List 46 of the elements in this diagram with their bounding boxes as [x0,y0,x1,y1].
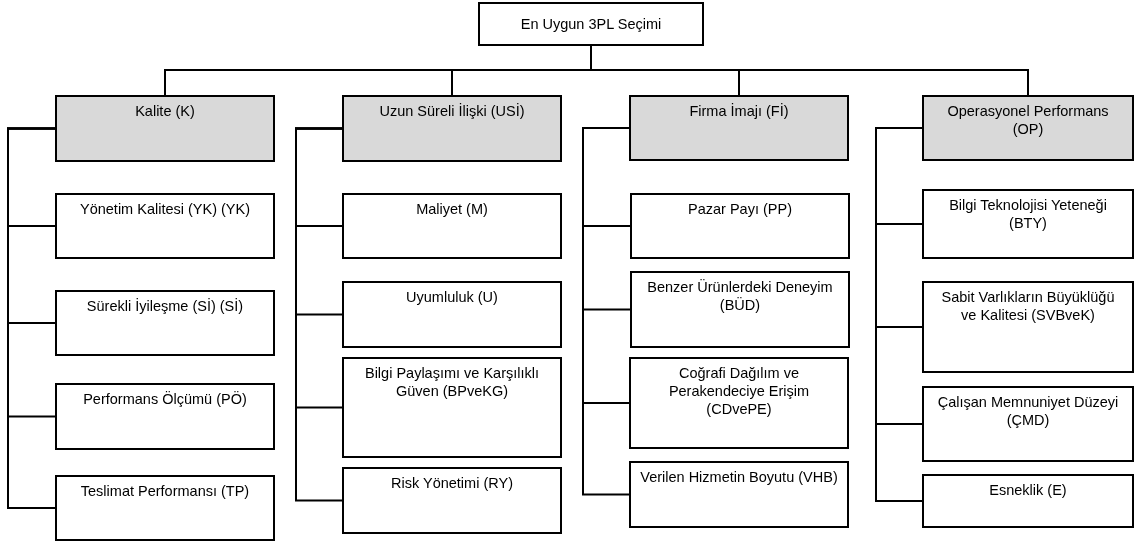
box-label: En Uygun 3PL Seçimi [520,14,662,34]
connector-line [582,127,630,496]
box-label: Benzer Ürünlerdeki Deneyim (BÜD) [646,278,834,315]
sub-criterion-box [342,467,562,534]
criterion-box [922,95,1134,161]
box-label: Sürekli İyileşme (Sİ) (Sİ) [86,297,244,316]
criterion-box [629,95,849,161]
connector-line [875,127,923,502]
box-label: Risk Yönetimi (RY) [391,474,513,493]
connector-line [7,127,56,509]
box-label: Esneklik (E) [989,481,1067,500]
sub-criterion-box [55,290,275,356]
box-label: Çalışan Memnuniyet Düzeyi (ÇMD) [936,393,1120,430]
sub-criterion-box [629,357,849,449]
goal-box [478,2,704,46]
box-label: Uzun Süreli İlişki (USİ) [379,102,525,121]
sub-criterion-box [922,474,1134,528]
box-label: Sabit Varlıkların Büyüklüğü ve Kalitesi (SVBveK) [940,288,1116,325]
box-label: Uyumluluk (U) [406,288,498,307]
sub-criterion-box [55,193,275,259]
box-label: Bilgi Teknolojisi Yeteneği (BTY) [948,196,1108,233]
sub-criterion-box [55,383,275,450]
box-label: Maliyet (M) [416,200,488,219]
sub-criterion-box [342,281,562,348]
box-label: Operasyonel Performans (OP) [946,102,1110,139]
sub-criterion-box [922,281,1134,373]
criterion-box [342,95,562,162]
sub-criterion-box [342,193,562,259]
box-label: Yönetim Kalitesi (YK) (YK) [80,200,250,219]
box-label: Kalite (K) [135,102,195,121]
sub-criterion-box [629,461,849,528]
box-label: Verilen Hizmetin Boyutu (VHB) [640,468,838,487]
criterion-box [55,95,275,162]
connector-line [295,127,343,502]
box-label: Teslimat Performansı (TP) [80,482,250,501]
box-label: Performans Ölçümü (PÖ) [83,390,247,409]
box-label: Firma İmajı (Fİ) [689,102,789,121]
sub-criterion-box [55,475,275,541]
sub-criterion-box [630,193,850,259]
sub-criterion-box [342,357,562,458]
box-label: Bilgi Paylaşımı ve Karşılıklı Güven (BPveKG) [363,364,541,401]
sub-criterion-box [630,271,850,348]
sub-criterion-box [922,189,1134,259]
sub-criterion-box [922,386,1134,462]
box-label: Pazar Payı (PP) [688,200,792,219]
box-label: Coğrafi Dağılım ve Perakendeciye Erişim (CDvePE) [667,364,811,419]
